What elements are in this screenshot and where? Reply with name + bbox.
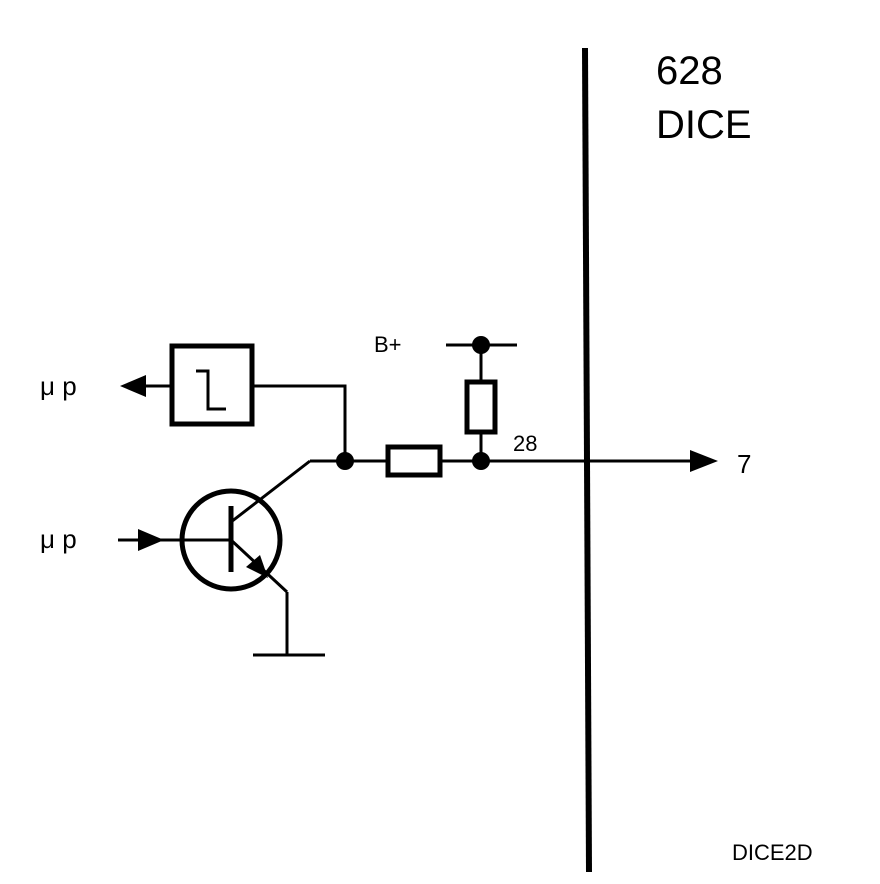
up-output-label: μ p (40, 371, 77, 401)
junction-dot (336, 452, 354, 470)
module-name: DICE (656, 103, 752, 147)
figure-id: DICE2D (732, 840, 813, 865)
pin-number-label: 28 (513, 431, 537, 456)
series-resistor (385, 444, 443, 478)
module-number: 628 (656, 49, 723, 93)
arrow-right-icon (690, 450, 718, 472)
up-input-label: μ p (40, 524, 77, 554)
arrow-right-icon (138, 529, 164, 551)
npn-transistor-icon (179, 459, 311, 594)
output-label: 7 (737, 449, 751, 479)
supply-label: B+ (374, 332, 402, 357)
schmitt-trigger-icon (196, 369, 226, 411)
buffer-input-wire (252, 384, 347, 461)
schmitt-trigger-block (169, 343, 255, 427)
arrow-left-icon (120, 375, 146, 397)
pull-up-resistor (464, 379, 498, 435)
